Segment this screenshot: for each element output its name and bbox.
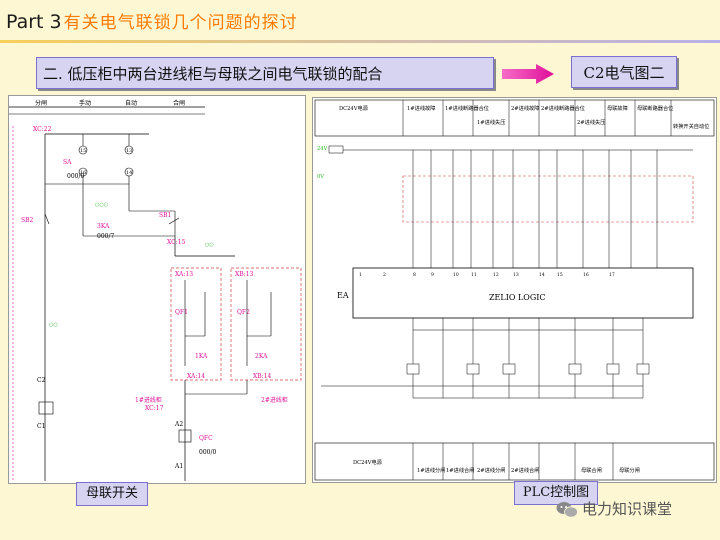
plc-terminal-1: 1 — [359, 272, 362, 278]
bus-tie-diagram: 分闸 手动 自动 合闸 XC:22 SA 000/0 15 16 13 14 S… — [8, 95, 306, 484]
header-cell-auto: 自动 — [125, 99, 137, 107]
plc-prefix: EA — [337, 291, 349, 300]
terminal-14: 14 — [126, 170, 132, 176]
plc-terminal-11: 11 — [471, 272, 477, 278]
bottom-header-2: 1#进线合闸 — [446, 466, 474, 474]
plc-terminal-8: 8 — [413, 272, 416, 278]
xc22-label: XC:22 — [33, 126, 52, 133]
a1-label: A1 — [174, 463, 183, 470]
bottom-header-1: 1#进线分闸 — [417, 466, 445, 474]
watermark-text: 电力知识课堂 — [582, 500, 673, 518]
top-header-6: 2#进线失压 — [577, 118, 605, 126]
ka1-label: 1KA — [195, 353, 208, 360]
svg-text:○○: ○○ — [205, 242, 214, 248]
top-header-2: 1#进线断路器合位 — [445, 104, 489, 112]
header-cell-close: 合闸 — [173, 99, 185, 107]
top-header-9: 转换开关自动位 — [673, 122, 709, 130]
top-header-7: 母联故障 — [607, 104, 628, 112]
plc-name: ZELIO LOGIC — [489, 293, 546, 302]
sa-label: SA — [63, 159, 72, 166]
plc-terminal-14: 14 — [539, 272, 545, 278]
xc17-label: XC:17 — [145, 405, 164, 412]
a2-label: A2 — [174, 421, 183, 428]
terminal-13: 13 — [126, 148, 132, 154]
xc15-label: XC:15 — [167, 239, 186, 246]
incomer1-label: 1#进线柜 — [135, 396, 162, 404]
right-arrow-icon — [502, 64, 554, 84]
rail-0v-label: 0V — [317, 174, 324, 180]
xa14-label: XA:14 — [187, 373, 205, 380]
plc-schematic: DC24V电源 1#进线故障 1#进线断路器合位 1#进线失压 2#进线故障 2… — [314, 99, 715, 481]
svg-text:○○○: ○○○ — [95, 202, 108, 208]
figure-tag-box: C2电气图二 — [571, 56, 677, 88]
header-cell-open: 分闸 — [35, 99, 47, 107]
subtitle-box: 二. 低压柜中两台进线柜与母联之间电气联锁的配合 — [36, 57, 494, 89]
wechat-icon — [556, 502, 578, 518]
svg-text:○○: ○○ — [49, 322, 58, 328]
bottom-header-3: 2#进线分闸 — [477, 466, 505, 474]
plc-terminal-15: 15 — [557, 272, 563, 278]
bottom-header-0: DC24V电源 — [353, 458, 383, 466]
rail-24v-label: 24V — [317, 146, 328, 152]
plc-terminal-9: 9 — [431, 272, 434, 278]
terminal-16: 16 — [80, 170, 86, 176]
qfc-label: QFC — [199, 435, 213, 442]
c2-label: C2 — [37, 377, 46, 384]
plc-terminal-12: 12 — [493, 272, 499, 278]
header-cell-manual: 手动 — [79, 99, 91, 107]
kr-state: 000/7 — [97, 233, 114, 240]
ka2-label: 2KA — [255, 353, 268, 360]
bottom-header-5: 母联合闸 — [581, 466, 602, 474]
terminal-15: 15 — [80, 148, 86, 154]
top-header-5: 2#进线断路器合位 — [541, 104, 585, 112]
watermark: 电力知识课堂 — [556, 498, 672, 519]
bus-tie-caption: 母联开关 — [76, 482, 148, 506]
plc-terminal-17: 17 — [609, 272, 615, 278]
bus-tie-schematic: 分闸 手动 自动 合闸 XC:22 SA 000/0 15 16 13 14 S… — [9, 99, 302, 481]
top-header-0: DC24V电源 — [339, 104, 369, 112]
top-header-1: 1#进线故障 — [407, 104, 435, 112]
title-underline — [0, 40, 720, 43]
plc-terminal-10: 10 — [453, 272, 459, 278]
sb2-label: SB2 — [21, 217, 34, 224]
plc-diagram: DC24V电源 1#进线故障 1#进线断路器合位 1#进线失压 2#进线故障 2… — [312, 97, 717, 483]
xa13-label: XA:13 — [175, 271, 193, 278]
kr-label: 3KA — [97, 223, 110, 230]
incomer2-label: 2#进线柜 — [261, 396, 288, 404]
qf1-label: QF1 — [175, 309, 188, 316]
xb13-label: XB:13 — [235, 271, 254, 278]
plc-terminal-2: 2 — [383, 272, 386, 278]
xb14-label: XB:14 — [253, 373, 272, 380]
qfc-state: 000/0 — [199, 449, 216, 456]
sa-state: 000/0 — [67, 173, 84, 180]
plc-terminal-13: 13 — [513, 272, 519, 278]
topic-title: 有关电气联锁几个问题的探讨 — [63, 13, 298, 33]
top-header-8: 母联断路器合位 — [637, 104, 673, 112]
sb1-label: SB1 — [159, 212, 171, 219]
top-header-4: 2#进线故障 — [511, 104, 539, 112]
qf2-label: QF2 — [237, 309, 250, 316]
plc-terminal-16: 16 — [583, 272, 589, 278]
plc-caption: PLC控制图 — [514, 481, 598, 505]
bottom-header-6: 母联分闸 — [619, 466, 640, 474]
bottom-header-4: 2#进线合闸 — [511, 466, 539, 474]
c1-label: C1 — [37, 423, 45, 430]
top-header-3: 1#进线失压 — [477, 118, 505, 126]
part-label: Part 3 — [6, 11, 62, 33]
